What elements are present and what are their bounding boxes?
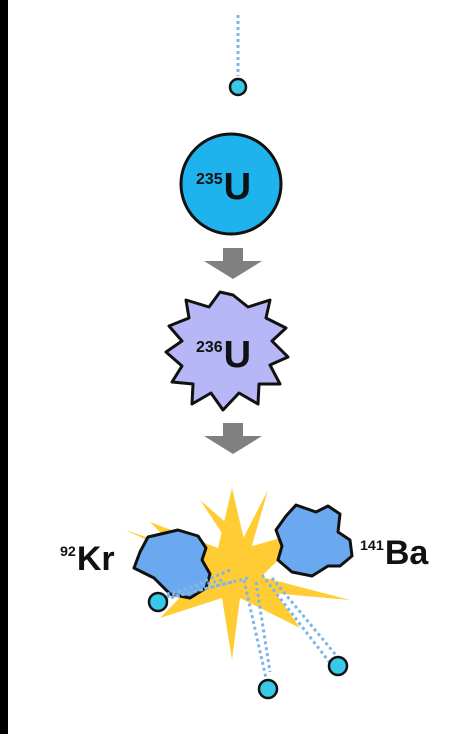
kr-symbol: Kr <box>76 540 115 578</box>
ba-mass: 141 <box>360 538 384 555</box>
kr-fragment <box>132 528 212 600</box>
incoming-neutron-icon <box>228 77 248 97</box>
u236-nucleus <box>164 290 290 412</box>
ba-symbol: Ba <box>384 534 429 572</box>
released-neutron-icon-1 <box>147 591 169 613</box>
ba-label: 141Ba <box>360 536 428 570</box>
u235-mass: 235 <box>196 170 223 188</box>
down-arrow-icon-2 <box>204 423 262 454</box>
released-neutron-trails <box>161 568 342 679</box>
ba-fragment <box>274 503 354 578</box>
released-neutron-icon-3 <box>327 655 349 677</box>
u236-label: 236U <box>196 336 251 374</box>
u236-symbol: U <box>223 334 252 376</box>
u235-label: 235U <box>196 168 251 206</box>
released-neutron-icon-2 <box>257 678 279 700</box>
u235-nucleus <box>179 132 283 236</box>
u236-mass: 236 <box>196 338 223 356</box>
u235-symbol: U <box>223 166 252 208</box>
kr-label: 92Kr <box>60 542 115 576</box>
down-arrow-icon-1 <box>204 248 262 279</box>
kr-mass: 92 <box>60 544 76 561</box>
